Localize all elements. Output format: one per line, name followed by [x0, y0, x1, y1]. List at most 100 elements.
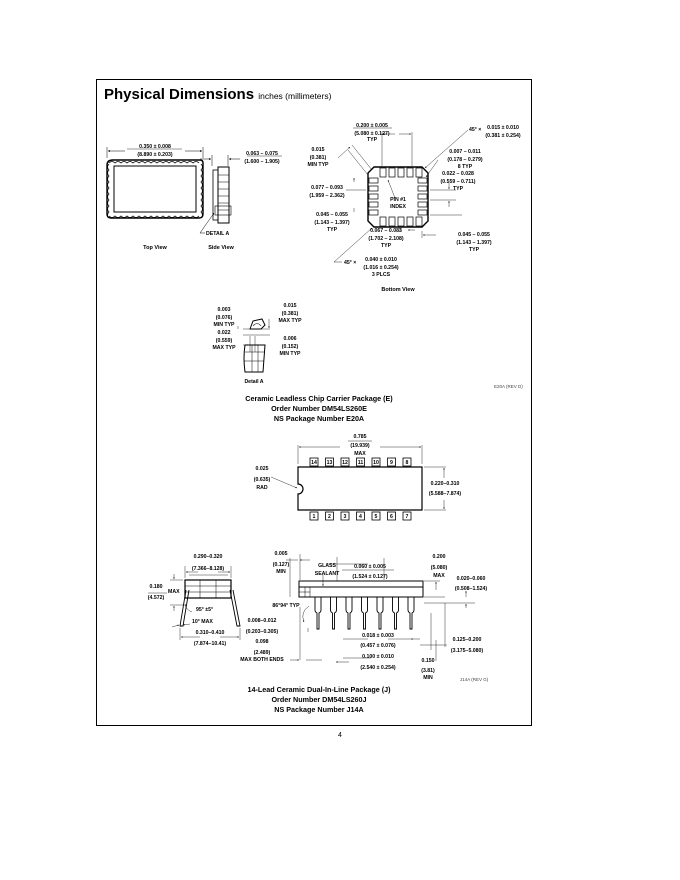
lcc-top-width-mm: (8.890 ± 0.203) — [137, 152, 172, 158]
dip-caption-line2: Order Number DM54LS260J — [271, 695, 367, 704]
lcc-caption-line3: NS Package Number E20A — [273, 414, 365, 423]
dip-end-in: 0.098 — [256, 639, 269, 645]
page-frame — [96, 79, 532, 726]
dip-caption-line3: NS Package Number J14A — [274, 705, 364, 714]
dip-lead — [314, 597, 322, 630]
dip-shoulder-mm: (1.524 ± 0.127) — [352, 574, 387, 580]
lcc-pad-w-note: 8 TYP — [458, 164, 473, 170]
dip-lead-w-in: 0.018 ± 0.003 — [362, 633, 394, 639]
detail-a-c-note: MAX TYP — [212, 345, 236, 351]
detail-a-a-note: MIN TYP — [213, 322, 235, 328]
dip-height-mm: (4.572) — [148, 595, 165, 601]
lcc-span-mm: (1.702 – 2.108) — [368, 236, 403, 242]
lcc-corner-note: 3 PLCS — [372, 272, 391, 278]
dip-maxh-mm: (5.080) — [431, 565, 448, 571]
dip-notch-in: 0.025 — [256, 466, 269, 472]
title-text: Physical Dimensions — [104, 86, 255, 103]
lcc-detail-a-ref: DETAIL A — [206, 231, 229, 237]
dip-caption-line1: 14-Lead Ceramic Dual-In-Line Package (J) — [247, 685, 391, 694]
dip-height-in: 0.180 — [150, 584, 163, 590]
dip-pin-box — [325, 511, 334, 521]
dip-pin-number: 2 — [328, 514, 331, 520]
page-number: 4 — [338, 732, 342, 739]
dip-caption: 14-Lead Ceramic Dual-In-Line Package (J)… — [199, 685, 439, 715]
dip-pin-box — [402, 511, 412, 521]
dip-maxh-in: 0.200 — [433, 554, 446, 560]
lcc-side-thick-mm: (1.600 – 1.905) — [244, 159, 279, 165]
lcc-corner-in: 0.040 ± 0.010 — [365, 257, 397, 263]
lcc-pin1-label: PIN #1 — [390, 197, 406, 203]
dip-pin-box — [309, 511, 319, 521]
lcc-ref-code: E20A (REV D) — [494, 384, 523, 389]
title-units: inches (millimeters) — [258, 91, 332, 101]
dip-top-view — [270, 440, 446, 511]
dip-seat-in: 0.020–0.060 — [457, 576, 486, 582]
detail-a-a-mm: (0.076) — [216, 315, 233, 321]
dip-shoulder-in: 0.060 ± 0.005 — [354, 564, 386, 570]
detail-a-d-in: 0.006 — [284, 336, 297, 342]
dip-min-len-in: 0.150 — [422, 658, 435, 664]
dip-pin-number: 14 — [311, 460, 317, 466]
dip-min-len-note: MIN — [423, 675, 433, 681]
detail-a-b-in: 0.015 — [284, 303, 297, 309]
dip-lead-th-in: 0.008–0.012 — [248, 618, 277, 624]
lcc-min-mm: (0.381) — [310, 155, 327, 161]
detail-a-d-note: MIN TYP — [279, 351, 301, 357]
dip-width-mm: (5.588–7.874) — [429, 491, 462, 497]
lcc-pitch-note: TYP — [367, 137, 378, 143]
dip-pin-number: 9 — [390, 460, 393, 466]
lcc-caption-line1: Ceramic Leadless Chip Carrier Package (E… — [245, 394, 393, 403]
dip-pin-number: 12 — [342, 460, 348, 466]
lcc-chamfer-in: 0.015 ± 0.010 — [487, 125, 519, 131]
dip-maxh-note: MAX — [433, 573, 445, 579]
lcc-pitch-in: 0.200 ± 0.005 — [356, 123, 388, 129]
dip-side-view — [286, 554, 475, 663]
lcc-edge-mm: (1.959 – 2.362) — [309, 193, 344, 199]
dip-standoff-in: 0.005 — [275, 551, 288, 557]
dip-pin-number: 3 — [344, 514, 347, 520]
lcc-side-thick-in: 0.063 – 0.075 — [246, 151, 278, 157]
dip-ref-code: J14A (REV G) — [460, 677, 489, 682]
dip-pin-box — [356, 457, 365, 467]
lcc-pad-l-mm: (0.559 – 0.711) — [441, 179, 476, 185]
detail-a-a-in: 0.003 — [218, 307, 231, 313]
dip-pin-number: 6 — [390, 514, 393, 520]
dip-length-in: 0.785 — [354, 434, 367, 440]
dip-pin-box — [387, 511, 396, 521]
lcc-chamfer-prefix: 45° × — [469, 127, 481, 133]
dip-lead-len-in: 0.125–0.200 — [453, 637, 482, 643]
lcc-caption: Ceramic Leadless Chip Carrier Package (E… — [199, 394, 439, 424]
detail-a-c-in: 0.022 — [218, 330, 231, 336]
dip-pin-number: 1 — [313, 514, 316, 520]
dip-glass-line1: GLASS — [318, 563, 336, 569]
lcc-min-in: 0.015 — [312, 147, 325, 153]
lcc-bottom-view-label: Bottom View — [381, 287, 415, 293]
page-title: Physical Dimensions inches (millimeters) — [104, 86, 331, 103]
dip-pitch-mm: (2.540 ± 0.254) — [360, 665, 395, 671]
dip-flare: 10° MAX — [192, 619, 213, 625]
lcc-pad-w-mm: (0.178 – 0.279) — [447, 157, 482, 163]
dip-pin-number: 8 — [406, 460, 409, 466]
dip-pitch-in: 0.100 ± 0.010 — [362, 654, 394, 660]
dip-notch-note: RAD — [256, 485, 267, 491]
lcc-caption-line2: Order Number DM54LS260E — [271, 404, 367, 413]
lcc-pad-l-in: 0.022 – 0.028 — [442, 171, 474, 177]
lcc-chamfer-mm: (0.381 ± 0.254) — [485, 133, 520, 139]
dip-lead — [392, 597, 399, 630]
dip-lead — [407, 597, 415, 630]
dip-span-mm: (7.874–10.41) — [194, 641, 227, 647]
dip-min-len-mm: (3.81) — [421, 668, 435, 674]
dip-pin-number: 7 — [406, 514, 409, 520]
lcc-corner-prefix: 45° × — [344, 260, 356, 266]
dip-notch-mm: (0.635) — [254, 477, 271, 483]
dip-pin-box — [340, 511, 350, 521]
dip-pin-number: 10 — [373, 460, 379, 466]
dip-end-note: MAX BOTH ENDS — [240, 657, 284, 663]
lcc-corner-mm: (1.016 ± 0.254) — [363, 265, 398, 271]
lcc-pad-p-in: 0.045 – 0.055 — [316, 212, 348, 218]
dip-seat-mm: (0.508–1.524) — [455, 586, 488, 592]
dip-pin-number: 4 — [359, 514, 362, 520]
lcc-rpad-mm: (1.143 – 1.397) — [456, 240, 491, 246]
